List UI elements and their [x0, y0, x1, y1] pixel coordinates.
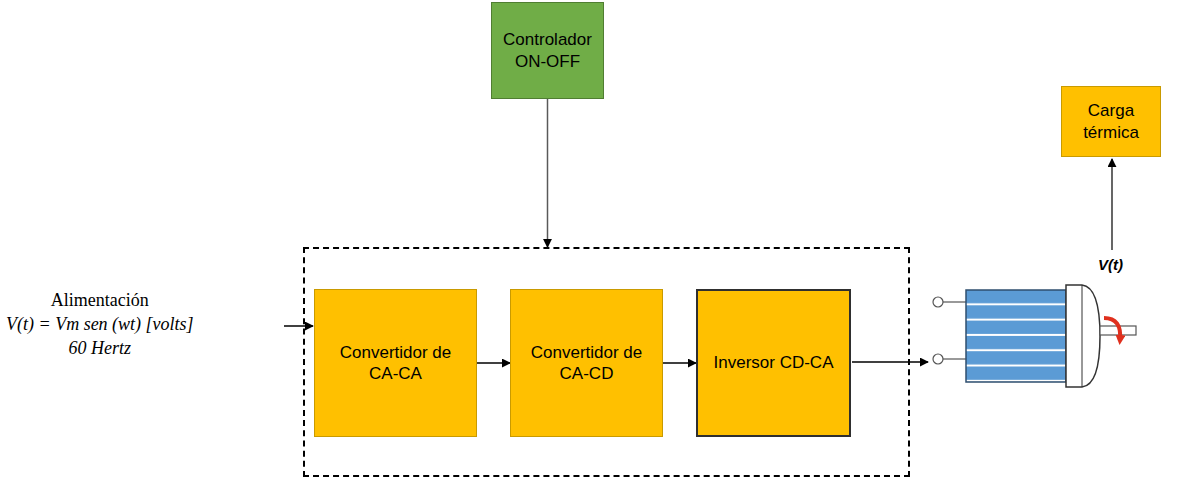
supply-label: 60 Hertz — [69, 338, 132, 359]
output-arrow — [852, 361, 928, 363]
box-label: Inversor CD-CA — [704, 352, 844, 373]
flow-arrow — [477, 362, 510, 364]
flow-arrow — [547, 99, 549, 247]
box-label: Convertidor de CA-CA — [315, 342, 476, 385]
box-label: Controlador ON-OFF — [492, 29, 603, 72]
controller-box: Controlador ON-OFF — [491, 2, 604, 99]
supply-label: Alimentación — [51, 290, 149, 311]
flow-arrow — [663, 362, 696, 364]
load-arrow — [1111, 159, 1112, 250]
process-box: Inversor CD-CA — [696, 289, 851, 437]
box-label: Convertidor de CA-CD — [511, 342, 662, 385]
motor-symbol — [966, 285, 1136, 387]
motor-terminals — [933, 297, 966, 364]
converter-group: Convertidor de CA-CA Convertidor de CA-CD… — [303, 247, 910, 477]
shaft-voltage-label: V(t) — [1098, 256, 1123, 273]
supply-arrow — [284, 325, 313, 327]
process-box: Convertidor de CA-CA — [314, 289, 477, 437]
load-box: Carga térmica — [1061, 86, 1161, 157]
process-box: Convertidor de CA-CD — [510, 289, 663, 437]
supply-label: V(t) = Vm sen (wt) [volts] — [6, 314, 194, 335]
box-label: Carga térmica — [1062, 100, 1160, 143]
